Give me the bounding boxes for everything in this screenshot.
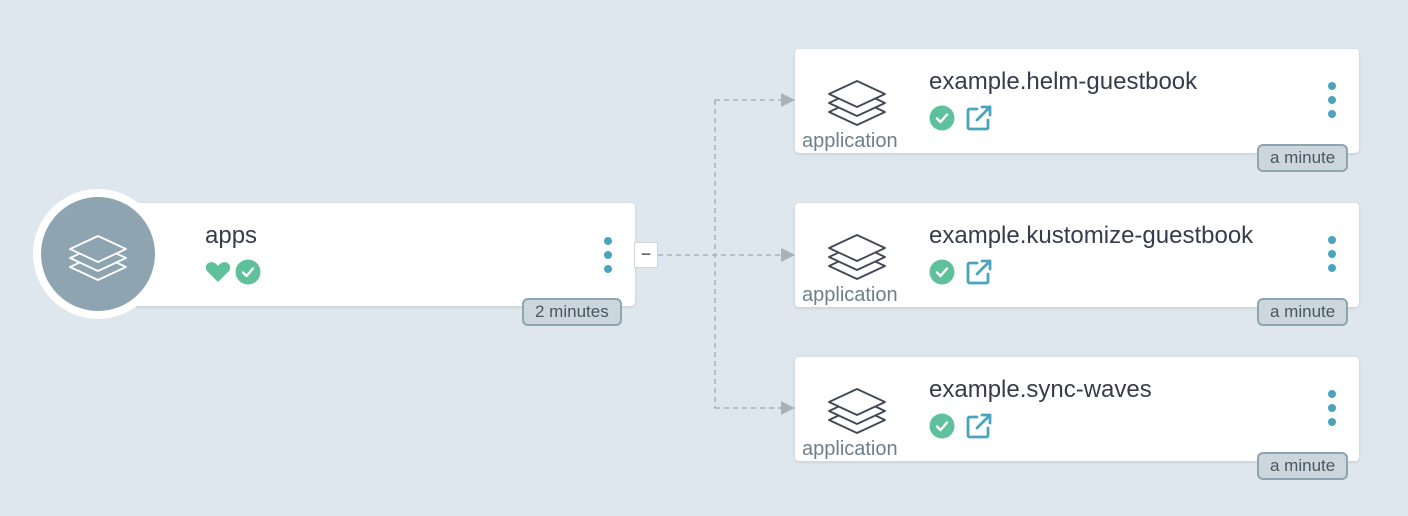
check-circle-icon — [929, 259, 955, 285]
root-app-title[interactable]: apps — [205, 222, 258, 249]
menu-dot — [1328, 404, 1336, 412]
check-circle-icon — [929, 413, 955, 439]
menu-dot — [1328, 250, 1336, 258]
check-circle-icon — [235, 259, 261, 285]
check-circle-icon — [929, 105, 955, 131]
child-status-icons — [929, 104, 993, 132]
child-menu-button[interactable] — [1325, 236, 1339, 272]
stacked-layers-icon — [828, 80, 886, 126]
child-age-badge: a minute — [1257, 452, 1349, 480]
child-app-title[interactable]: example.kustomize-guestbook — [929, 222, 1254, 249]
menu-dot — [1328, 96, 1336, 104]
stacked-layers-icon — [828, 234, 886, 280]
external-link-icon[interactable] — [965, 258, 993, 286]
child-status-icons — [929, 412, 993, 440]
child-app-title[interactable]: example.helm-guestbook — [929, 68, 1198, 95]
child-app-node[interactable]: application example.helm-guestbook — [795, 49, 1359, 153]
root-age-badge: 2 minutes — [522, 298, 622, 326]
menu-dot — [604, 251, 612, 259]
root-app-node[interactable] — [96, 203, 635, 306]
node-kind-label: application — [802, 438, 898, 460]
child-menu-button[interactable] — [1325, 82, 1339, 118]
external-link-icon[interactable] — [965, 412, 993, 440]
menu-dot — [1328, 390, 1336, 398]
collapse-button[interactable]: − — [634, 242, 658, 268]
stacked-layers-icon — [69, 235, 127, 281]
menu-dot — [604, 265, 612, 273]
menu-dot — [604, 237, 612, 245]
child-age-badge: a minute — [1257, 298, 1349, 326]
heart-icon — [205, 261, 231, 283]
external-link-icon[interactable] — [965, 104, 993, 132]
menu-dot — [1328, 264, 1336, 272]
child-app-title[interactable]: example.sync-waves — [929, 376, 1152, 403]
child-app-node[interactable]: application example.sync-waves — [795, 357, 1359, 461]
child-status-icons — [929, 258, 993, 286]
stacked-layers-icon — [828, 388, 886, 434]
root-status-icons — [205, 259, 261, 285]
menu-dot — [1328, 82, 1336, 90]
menu-dot — [1328, 418, 1336, 426]
menu-dot — [1328, 236, 1336, 244]
root-menu-button[interactable] — [601, 237, 615, 273]
child-menu-button[interactable] — [1325, 390, 1339, 426]
child-app-node[interactable]: application example.kustomize-guestbook — [795, 203, 1359, 307]
child-age-badge: a minute — [1257, 144, 1349, 172]
root-node-icon-circle — [41, 197, 155, 311]
node-kind-label: application — [802, 130, 898, 152]
node-kind-label: application — [802, 284, 898, 306]
menu-dot — [1328, 110, 1336, 118]
